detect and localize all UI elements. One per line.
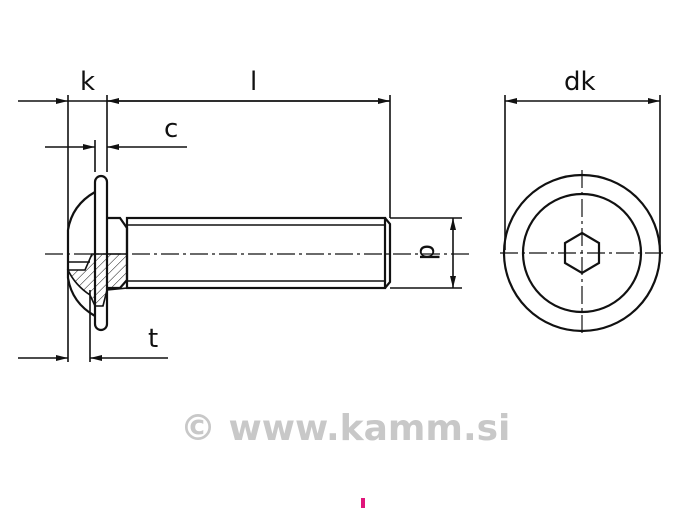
extension-lines bbox=[67, 95, 661, 362]
label-dk: dk bbox=[564, 67, 596, 97]
pink-marker bbox=[361, 498, 365, 508]
dimension-dk: dk bbox=[505, 67, 660, 104]
hatched-section bbox=[66, 253, 128, 307]
screw-tip-chamfer bbox=[384, 217, 392, 289]
screw-flange bbox=[93, 174, 109, 332]
dimension-k: k bbox=[18, 67, 107, 104]
label-c: c bbox=[164, 114, 178, 144]
dimension-t: t bbox=[18, 324, 168, 361]
watermark: © www.kamm.si bbox=[180, 408, 510, 449]
screw-end-view bbox=[500, 170, 666, 337]
dimension-c: c bbox=[45, 114, 187, 150]
label-t: t bbox=[148, 324, 158, 354]
dimension-l: l bbox=[107, 67, 390, 104]
label-d: d bbox=[413, 244, 443, 261]
label-k: k bbox=[80, 67, 95, 97]
dimension-d: d bbox=[413, 218, 456, 288]
screw-shank bbox=[125, 216, 387, 290]
label-l: l bbox=[250, 67, 257, 97]
screw-side-view bbox=[45, 174, 470, 332]
